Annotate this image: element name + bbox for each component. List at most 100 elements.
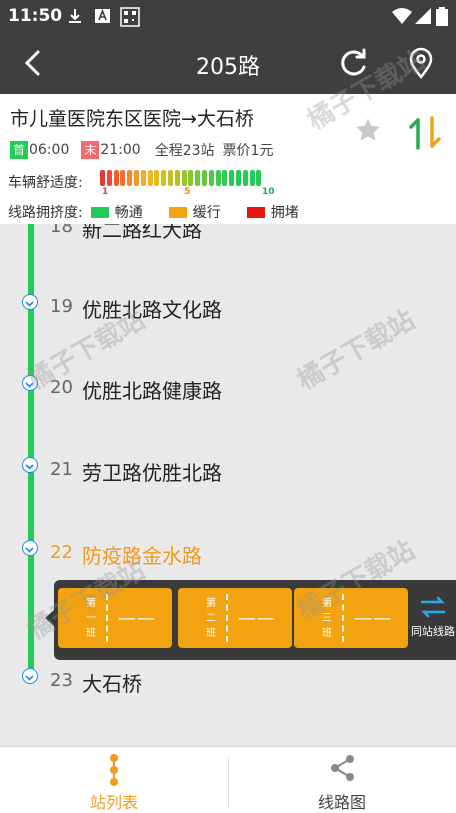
comfort-segment xyxy=(100,170,105,186)
legend-jam: 拥堵 xyxy=(270,205,299,221)
station-name: 劳卫路优胜北路 xyxy=(82,461,222,485)
comfort-label: 车辆舒适度: xyxy=(8,175,83,191)
tab-divider xyxy=(228,757,229,807)
comfort-segment xyxy=(174,170,180,186)
station-number: 20 xyxy=(50,377,73,398)
comfort-tick-10: 10 xyxy=(262,187,275,197)
app-bar: 205路 xyxy=(0,32,456,94)
station-dot-icon xyxy=(22,294,38,310)
comfort-segment xyxy=(249,170,255,186)
comfort-segment xyxy=(188,170,194,186)
comfort-segment xyxy=(215,170,221,186)
comfort-segment xyxy=(256,170,262,186)
card-divider xyxy=(226,594,228,642)
station-name: 防疫路金水路 xyxy=(82,544,202,568)
tab-route-map[interactable]: 线路图 xyxy=(228,747,456,813)
wifi-icon xyxy=(392,7,412,29)
comfort-segment xyxy=(147,170,153,186)
back-arrow-icon xyxy=(24,50,40,76)
back-button[interactable] xyxy=(16,46,50,80)
first-bus-time: 06:00 xyxy=(29,142,70,158)
transfer-icon xyxy=(420,596,446,618)
station-item[interactable]: 23 大石桥 xyxy=(22,668,442,698)
route-meta: 首 06:00 末 21:00 全程23站 票价1元 xyxy=(10,140,273,160)
station-name: 优胜北路健康路 xyxy=(82,379,222,403)
comfort-segment xyxy=(140,170,146,186)
station-item[interactable]: 19 优胜北路文化路 xyxy=(22,294,442,324)
bus-card-value: —— xyxy=(238,608,276,629)
popup-pointer xyxy=(45,610,54,626)
bus-card-label: 第一班 xyxy=(86,598,96,639)
station-name: 大石桥 xyxy=(82,672,142,696)
comfort-segment xyxy=(106,170,112,186)
station-dot-icon xyxy=(22,668,38,684)
swap-direction-button[interactable] xyxy=(408,114,442,156)
location-button[interactable] xyxy=(404,46,438,80)
tab-label: 站列表 xyxy=(89,793,138,812)
swap-icon xyxy=(409,116,441,150)
comfort-segment xyxy=(229,170,235,186)
bus-card-3[interactable]: 第三班 —— xyxy=(294,588,408,648)
star-icon xyxy=(356,118,380,141)
crowd-legend: 线路拥挤度: 畅通 缓行 拥堵 xyxy=(8,202,299,222)
card-divider xyxy=(106,594,108,642)
station-item[interactable]: 20 优胜北路健康路 xyxy=(22,375,442,405)
station-list[interactable]: 18 新二路红大路 19 优胜北路文化路 20 优胜北路健康路 21 劳卫路优胜… xyxy=(0,224,456,746)
legend-smooth: 畅通 xyxy=(114,205,143,221)
swatch-smooth xyxy=(90,206,109,218)
comfort-segment xyxy=(120,170,126,186)
card-divider xyxy=(342,594,344,642)
comfort-scale xyxy=(100,170,263,186)
station-number: 19 xyxy=(50,296,73,317)
last-bus-badge: 末 xyxy=(81,141,100,159)
bus-card-value: —— xyxy=(354,608,392,629)
station-list-icon xyxy=(110,754,118,786)
download-icon xyxy=(66,7,84,29)
comfort-segment xyxy=(222,170,228,186)
comfort-segment xyxy=(154,170,160,186)
comfort-tick-5: 5 xyxy=(184,187,191,197)
station-item-current[interactable]: 22 防疫路金水路 xyxy=(22,540,442,570)
location-pin-icon xyxy=(409,47,433,79)
comfort-segment xyxy=(167,170,173,186)
station-dot-icon xyxy=(22,457,38,473)
swatch-jam xyxy=(246,206,265,218)
station-number: 21 xyxy=(50,459,73,480)
station-dot-icon xyxy=(22,540,38,556)
share-icon xyxy=(331,755,354,781)
same-station-lines-button[interactable]: 同站线路 xyxy=(410,594,456,639)
tab-station-list[interactable]: 站列表 xyxy=(0,747,228,813)
station-name: 优胜北路文化路 xyxy=(82,298,222,322)
station-item[interactable]: 18 新二路红大路 xyxy=(22,224,442,244)
bus-card-2[interactable]: 第二班 —— xyxy=(178,588,292,648)
favorite-button[interactable] xyxy=(354,116,382,148)
station-number: 18 xyxy=(50,224,73,237)
bus-card-1[interactable]: 第一班 —— xyxy=(58,588,172,648)
qr-icon xyxy=(120,7,140,31)
comfort-segment xyxy=(195,170,201,186)
crowd-label: 线路拥挤度: xyxy=(8,205,83,221)
arrival-popup: 第一班 —— 第二班 —— 第三班 —— 同站线路 xyxy=(45,580,456,660)
swatch-slow xyxy=(168,206,187,218)
comfort-segment xyxy=(201,170,207,186)
station-item[interactable]: 21 劳卫路优胜北路 xyxy=(22,457,442,487)
station-name: 新二路红大路 xyxy=(82,224,202,242)
refresh-button[interactable] xyxy=(336,46,370,80)
route-line xyxy=(28,224,34,680)
refresh-icon xyxy=(341,48,366,76)
comfort-segment xyxy=(133,170,139,186)
legend-slow: 缓行 xyxy=(192,205,221,221)
legend-panel: 车辆舒适度: 1 5 10 线路拥挤度: 畅通 缓行 拥堵 xyxy=(0,168,456,224)
route-header: 市儿童医院东区医院→大石桥 首 06:00 末 21:00 全程23站 票价1元 xyxy=(0,94,456,168)
comfort-segment xyxy=(127,170,133,186)
route-direction: 市儿童医院东区医院→大石桥 xyxy=(10,108,254,130)
same-station-label: 同站线路 xyxy=(411,625,455,638)
bus-card-label: 第三班 xyxy=(322,598,332,639)
status-time: 11:50 xyxy=(8,6,63,26)
comfort-segment xyxy=(161,170,167,186)
last-bus-time: 21:00 xyxy=(100,142,141,158)
station-number: 23 xyxy=(50,670,73,691)
station-dot-icon xyxy=(22,375,38,391)
comfort-segment xyxy=(181,170,187,186)
fare: 票价1元 xyxy=(222,143,274,159)
